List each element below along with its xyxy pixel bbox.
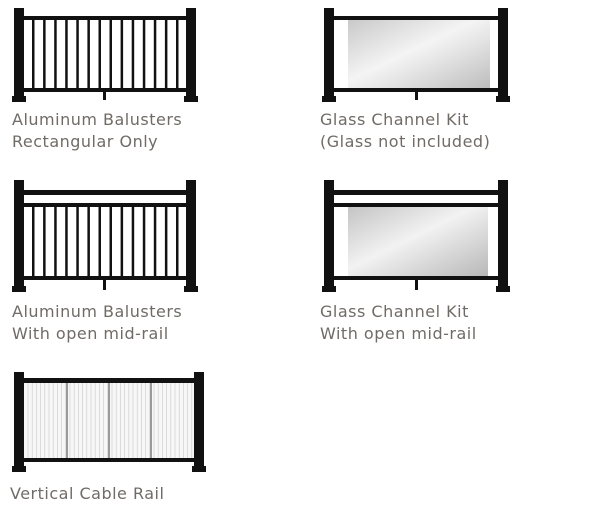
option-label-line2: With open mid-rail <box>12 324 169 343</box>
railing-option-vertical-cable[interactable]: Vertical Cable Rail <box>10 370 210 505</box>
option-label-line1: Glass Channel Kit <box>320 110 469 129</box>
option-label-line1: Aluminum Balusters <box>12 110 183 129</box>
aluminum-baluster-railing-image <box>12 8 198 102</box>
option-label-line1: Aluminum Balusters <box>12 302 183 321</box>
option-label-line2: With open mid-rail <box>320 324 477 343</box>
railing-option-glass-channel[interactable]: Glass Channel Kit (Glass not included) <box>320 6 520 156</box>
railing-option-aluminum-mid-rail[interactable]: Aluminum Balusters With open mid-rail <box>12 178 202 343</box>
option-label-line1: Glass Channel Kit <box>320 302 469 321</box>
railing-option-aluminum-rectangular[interactable]: Aluminum Balusters Rectangular Only <box>12 6 202 156</box>
aluminum-baluster-mid-rail-image <box>12 180 198 292</box>
glass-channel-railing-image <box>322 8 510 102</box>
option-label-line1: Vertical Cable Rail <box>10 484 165 503</box>
railing-option-glass-mid-rail[interactable]: Glass Channel Kit With open mid-rail <box>320 178 520 343</box>
option-label-line2: Rectangular Only <box>12 132 159 151</box>
option-label-line2: (Glass not included) <box>320 132 491 151</box>
glass-channel-mid-rail-image <box>322 180 510 292</box>
vertical-cable-railing-image <box>12 372 206 472</box>
